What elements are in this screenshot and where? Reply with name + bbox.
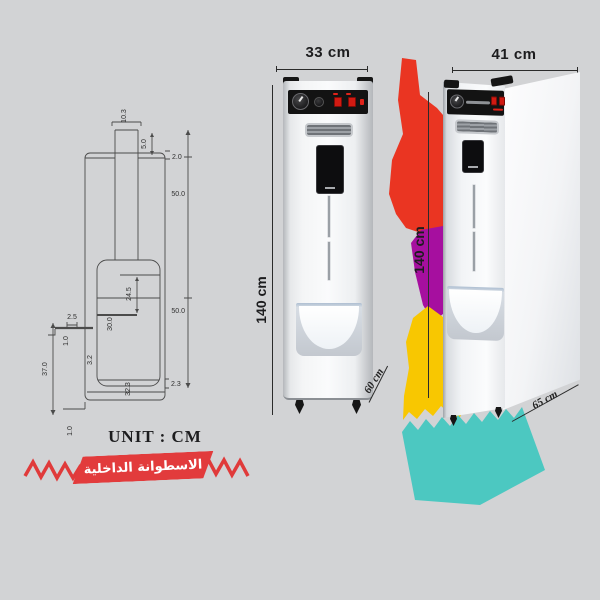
dim-wall: 3.2	[87, 355, 94, 365]
inner-cylinder-drawing: 10.3 5.0 2.0 50.0 50.0 24.5 2.5 1.0 37.0…	[42, 109, 192, 436]
dim-tube-width: 10.3	[121, 109, 128, 123]
indicator-mark	[346, 93, 351, 95]
indicator-mark	[333, 93, 338, 95]
indicator-light	[360, 99, 364, 105]
dim-side-height: 37.0	[42, 362, 49, 376]
slot-line	[473, 185, 475, 228]
unit-foot	[450, 415, 457, 426]
unit-side-panel	[503, 72, 580, 410]
display-screen	[462, 140, 484, 173]
unit-foot	[295, 400, 304, 414]
dim-inlet-offset: 2.5	[67, 314, 77, 321]
red-digit	[491, 96, 497, 106]
dim-upper-height: 50.0	[171, 191, 185, 198]
vent-grille	[305, 123, 353, 137]
perspective-height-label: 140 cm	[411, 226, 427, 274]
slot-line	[328, 196, 330, 237]
dim-top-lip: 2.0	[172, 154, 182, 161]
purple-shape	[411, 226, 443, 322]
dispenser-recess	[296, 303, 362, 356]
dispenser-curve	[449, 289, 502, 334]
perspective-width-line	[452, 70, 578, 71]
dim-tank-height: 50.0	[171, 308, 185, 315]
control-knob	[314, 97, 324, 107]
slot-line	[473, 232, 475, 271]
panel-slot	[466, 100, 490, 105]
perspective-height-line	[428, 92, 429, 398]
dim-tube-height: 5.0	[141, 139, 148, 149]
red-button	[334, 97, 342, 107]
arabic-banner-text: الاسطوانة الداخلية	[83, 457, 203, 478]
dispenser-curve	[298, 306, 360, 349]
top-cap-edge	[490, 75, 514, 87]
unit-foot	[352, 400, 361, 414]
red-digit	[499, 96, 505, 106]
pressure-dial	[292, 93, 309, 110]
front-view-unit	[281, 77, 375, 417]
vent-grille	[455, 119, 499, 135]
drawing-arrows	[50, 130, 191, 415]
red-shape	[389, 58, 443, 234]
control-panel	[447, 89, 505, 116]
dim-foot-height: 1.0	[67, 426, 74, 436]
control-panel	[288, 90, 368, 114]
front-width-label: 33 cm	[305, 44, 351, 61]
drawing-lines	[48, 121, 192, 415]
slot-line	[328, 242, 330, 280]
perspective-view-unit	[440, 68, 585, 428]
perspective-width-label: 41 cm	[491, 46, 537, 63]
unit-label: UNIT : CM	[108, 427, 202, 446]
dim-base-lip: 2.3	[171, 381, 181, 388]
indicator-mark	[493, 108, 503, 111]
dim-tank-width: 24.5	[126, 287, 133, 301]
front-height-line	[272, 85, 273, 415]
pressure-dial	[450, 94, 464, 109]
display-screen	[316, 145, 344, 194]
cyan-shape	[402, 407, 545, 505]
unit-body	[283, 81, 373, 400]
top-cap-left	[443, 79, 460, 89]
front-height-label: 140 cm	[253, 276, 269, 324]
dim-inner-width: 30.0	[107, 317, 114, 331]
zigzag-left	[23, 458, 83, 482]
red-button	[348, 97, 356, 107]
dim-base-width: 32.3	[125, 382, 132, 396]
dispenser-recess	[447, 286, 504, 341]
front-width-line	[276, 69, 368, 70]
unit-foot	[495, 407, 502, 418]
dim-inlet-pipe: 1.0	[63, 336, 70, 346]
